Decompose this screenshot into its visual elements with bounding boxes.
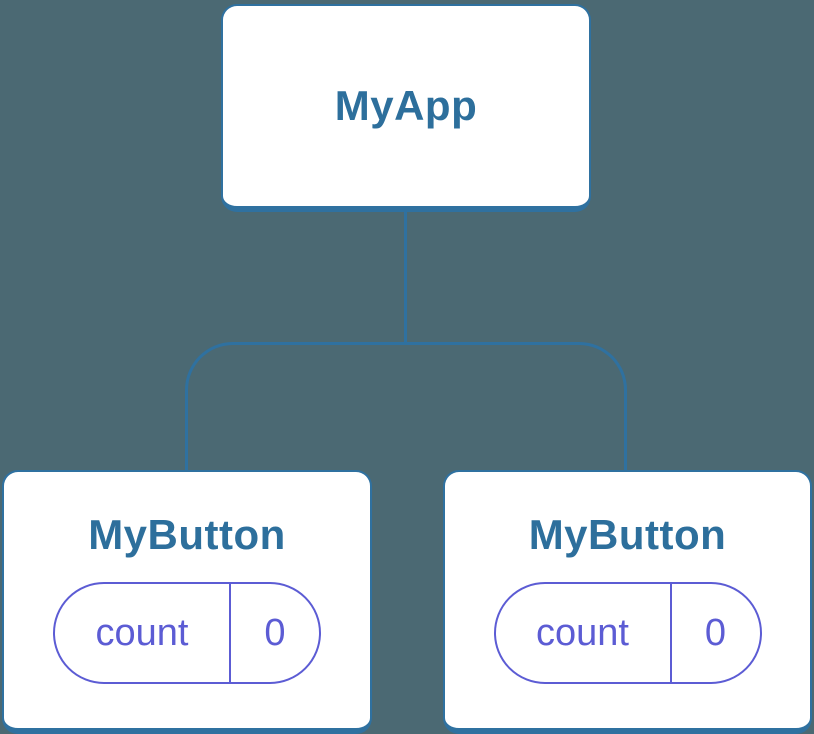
- child-node-right: MyButton count 0: [443, 470, 812, 734]
- child-node-label: MyButton: [528, 511, 727, 558]
- state-name: count: [95, 611, 189, 654]
- child-node-left: MyButton count 0: [2, 470, 372, 734]
- connector-stem: [404, 210, 407, 343]
- root-node-label: MyApp: [334, 82, 478, 129]
- connector-bracket: [185, 342, 627, 472]
- state-value: 0: [669, 584, 760, 682]
- state-value: 0: [229, 584, 319, 682]
- state-pill: count 0: [493, 582, 762, 684]
- state-pill: count 0: [53, 582, 321, 684]
- root-node: MyApp: [221, 4, 591, 212]
- state-name: count: [536, 611, 629, 654]
- child-node-label: MyButton: [88, 511, 286, 558]
